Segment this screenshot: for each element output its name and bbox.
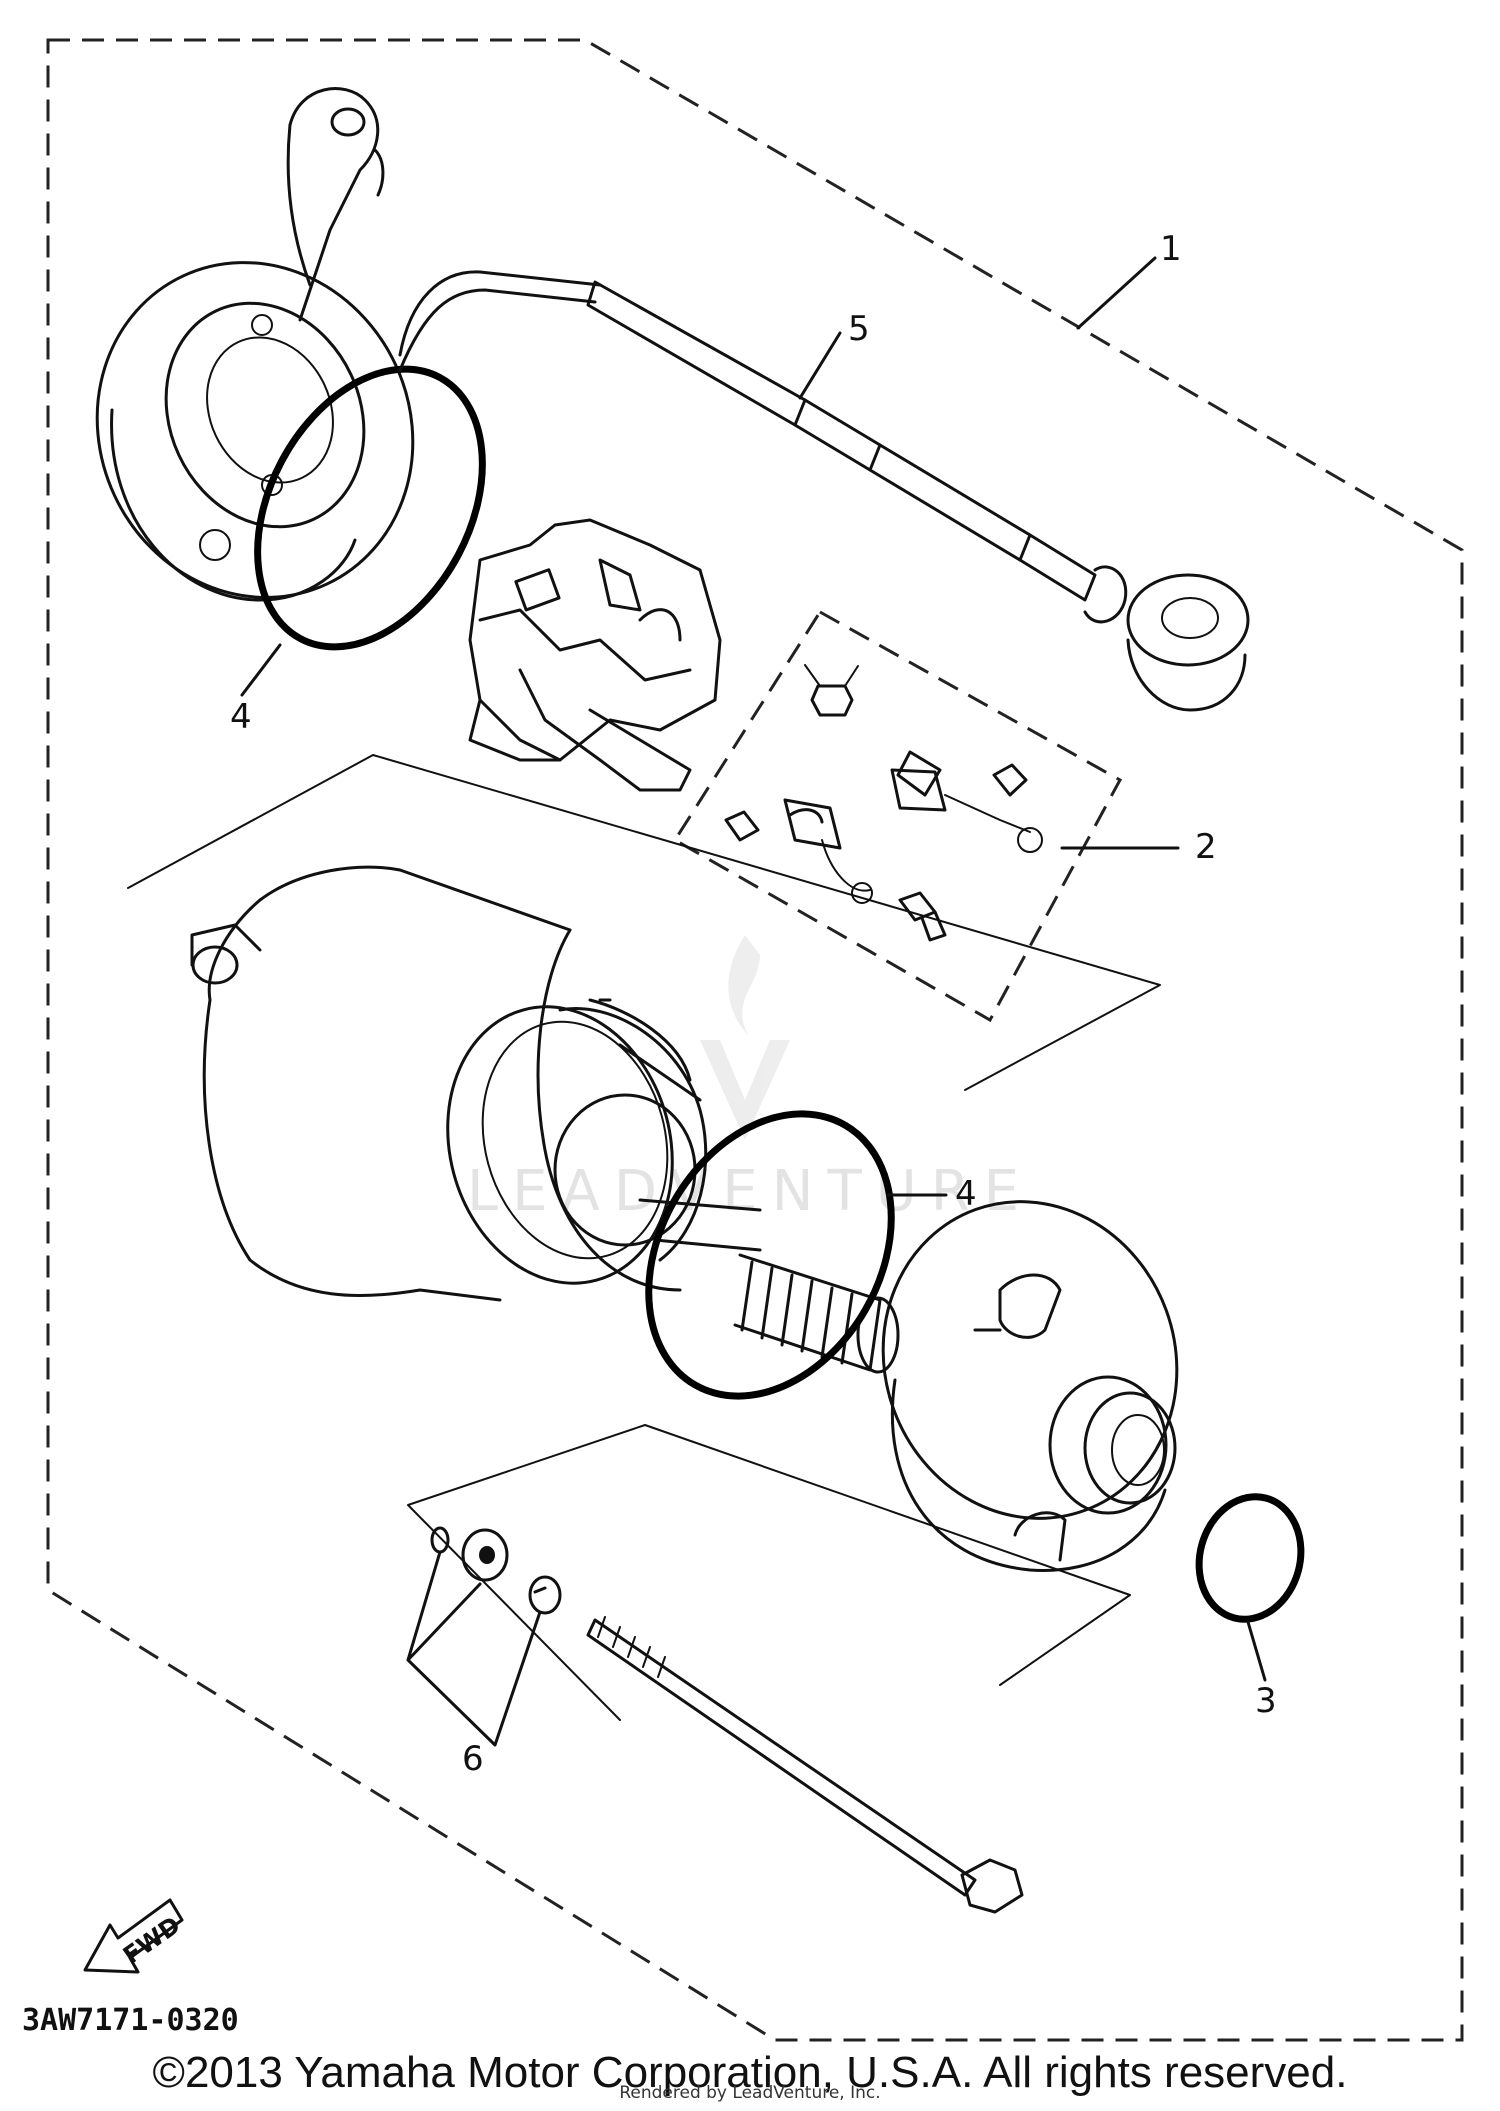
housing-backplate-outline bbox=[127, 754, 1161, 1091]
washer-kit-outline bbox=[407, 1424, 1131, 1721]
brush-kit-parts bbox=[724, 664, 1043, 942]
starter-cable bbox=[398, 270, 1250, 712]
callout-3: 3 bbox=[1255, 1681, 1277, 1721]
watermark-text: LEADVENTURE bbox=[467, 1159, 1033, 1224]
brush-holder bbox=[468, 518, 722, 792]
callout-lines bbox=[240, 256, 1267, 1747]
through-bolt bbox=[586, 1616, 1024, 1914]
armature-shaft bbox=[733, 1253, 900, 1374]
o-ring-middle bbox=[645, 1110, 895, 1400]
rendered-by-notice: Rendered by LeadVenture, Inc. bbox=[619, 2083, 881, 2103]
brush-kit-outline bbox=[672, 609, 1123, 1023]
o-ring-small bbox=[1195, 1493, 1305, 1623]
callout-5: 5 bbox=[848, 309, 870, 349]
callout-1: 1 bbox=[1160, 229, 1182, 269]
washer-kit-parts bbox=[430, 1526, 562, 1615]
callout-4-upper: 4 bbox=[230, 697, 252, 737]
callout-2: 2 bbox=[1195, 827, 1217, 867]
fwd-label: FWD bbox=[118, 1911, 186, 1970]
front-end-cover bbox=[95, 87, 415, 602]
callout-4-middle: 4 bbox=[955, 1174, 977, 1214]
leadventure-watermark-logo bbox=[700, 935, 790, 1140]
fwd-arrow-icon bbox=[83, 1898, 184, 1974]
callout-6: 6 bbox=[462, 1739, 484, 1779]
drawing-code: 3AW7171-0320 bbox=[22, 2003, 239, 2038]
rear-end-cover bbox=[881, 1200, 1179, 1572]
o-ring-upper bbox=[254, 365, 486, 651]
yoke-housing bbox=[190, 865, 762, 1302]
assembly-outline bbox=[46, 38, 1464, 2042]
copyright-notice: ©2013 Yamaha Motor Corporation, U.S.A. A… bbox=[152, 2048, 1348, 2097]
